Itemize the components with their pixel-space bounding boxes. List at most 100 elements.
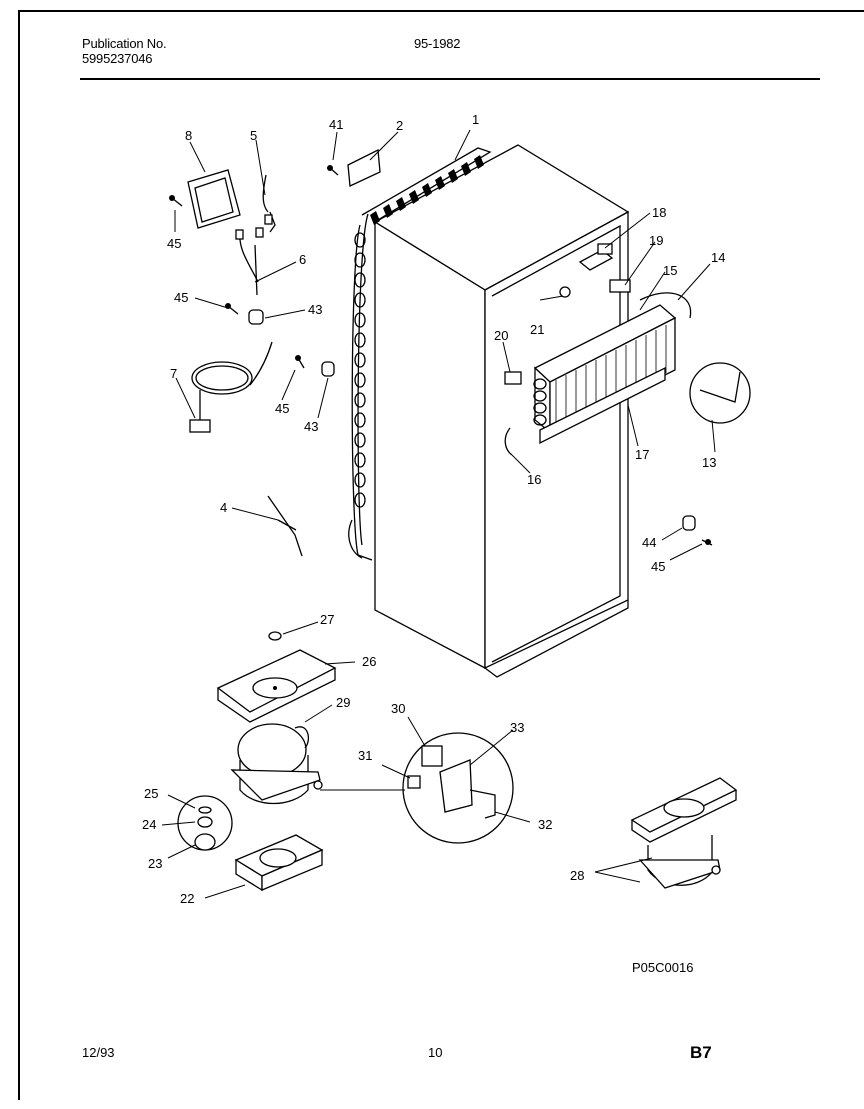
relay-detail-circle: [402, 732, 514, 844]
callout-43a: 43: [308, 302, 322, 317]
callout-2: 2: [396, 118, 403, 133]
clamp-44: [682, 515, 696, 531]
relay-30: [421, 745, 443, 767]
callout-28: 28: [570, 868, 584, 883]
callout-5: 5: [250, 128, 257, 143]
callout-43b: 43: [304, 419, 318, 434]
callout-22: 22: [180, 891, 194, 906]
tube-4-detail: [277, 519, 297, 531]
coil-stripe: [435, 176, 445, 190]
callout-26: 26: [362, 654, 376, 669]
leader-lines: [161, 129, 716, 899]
coil-stripe: [409, 190, 419, 204]
coil-loop: [354, 492, 366, 508]
coil-loop: [354, 272, 366, 288]
coil-loop: [354, 372, 366, 388]
drain-pan: [216, 649, 337, 723]
coil-loop: [354, 292, 366, 308]
publication-number: 5995237046: [82, 51, 153, 66]
evaporator-bend: [533, 390, 547, 402]
evaporator-bend: [533, 414, 547, 426]
model-code: 95-1982: [414, 36, 461, 51]
coil-loop: [354, 432, 366, 448]
coil-stripe: [370, 211, 380, 225]
callout-14: 14: [711, 250, 725, 265]
clip-32: [469, 789, 496, 819]
callout-13: 13: [702, 455, 716, 470]
coil-stripe: [422, 183, 432, 197]
page-border: [18, 10, 864, 1100]
coil-loop: [354, 252, 366, 268]
coil-loop: [354, 312, 366, 328]
sensor-part-20: [504, 371, 522, 385]
callout-24: 24: [142, 817, 156, 832]
wire-harness: [235, 174, 276, 296]
publication-label: Publication No.: [82, 36, 167, 51]
callout-32: 32: [538, 817, 552, 832]
coil-loop: [354, 452, 366, 468]
drain-detail-circle: [689, 362, 751, 424]
footer-page-number: 10: [428, 1045, 443, 1060]
header-rule: [80, 78, 820, 80]
diagram-code: P05C0016: [632, 960, 693, 975]
cover-33: [439, 759, 473, 813]
footer-section: B7: [690, 1043, 712, 1062]
callout-20: 20: [494, 328, 508, 343]
power-cord: [189, 341, 273, 433]
callout-15: 15: [663, 263, 677, 278]
callout-45b: 45: [174, 290, 188, 305]
callout-8: 8: [185, 128, 192, 143]
grommet-25: [198, 806, 212, 814]
callout-45c: 45: [275, 401, 289, 416]
cabinet: [373, 144, 630, 678]
callout-21: 21: [530, 322, 544, 337]
grommet-27: [268, 631, 282, 641]
compressor: [230, 723, 323, 805]
callout-labels: 1 2 4 5 6 7 8 13 14 15 16 17 18 19 20 21…: [142, 112, 725, 906]
callout-17: 17: [635, 447, 649, 462]
callout-23: 23: [148, 856, 162, 871]
callout-45a: 45: [167, 236, 181, 251]
coil-loop: [354, 232, 366, 248]
tube-4: [267, 495, 303, 557]
callout-30: 30: [391, 701, 405, 716]
evaporator-bend: [533, 378, 547, 390]
callout-6: 6: [299, 252, 306, 267]
evaporator: [533, 292, 692, 445]
panel-8: [187, 169, 241, 229]
bracket-2: [347, 148, 381, 187]
clamp-43: [248, 309, 264, 325]
callout-33: 33: [510, 720, 524, 735]
callout-44: 44: [642, 535, 656, 550]
condenser-coil: [348, 147, 492, 561]
callout-19: 19: [649, 233, 663, 248]
evaporator-bend: [533, 402, 547, 414]
overload-31: [407, 775, 421, 789]
callout-45d: 45: [651, 559, 665, 574]
callout-7: 7: [170, 366, 177, 381]
callout-4: 4: [220, 500, 227, 515]
coil-stripe: [396, 197, 406, 211]
mount-23: [194, 833, 216, 851]
coil-loop: [354, 412, 366, 428]
callout-16: 16: [527, 472, 541, 487]
clamp-43b: [321, 361, 335, 377]
thermostat-clip: [609, 279, 631, 293]
coil-loop: [354, 472, 366, 488]
callout-25: 25: [144, 786, 158, 801]
coil-loop: [354, 332, 366, 348]
compressor-base-22: [234, 834, 324, 892]
callout-1: 1: [472, 112, 479, 127]
grommet-21: [559, 286, 571, 298]
cold-control-bracket: [578, 243, 614, 271]
callout-31: 31: [358, 748, 372, 763]
callout-18: 18: [652, 205, 666, 220]
coil-stripe: [383, 204, 393, 218]
coil-loop: [354, 352, 366, 368]
coil-stripe: [474, 155, 484, 169]
coil-stripe: [448, 169, 458, 183]
tube-16: [504, 427, 513, 456]
sleeve-24: [197, 816, 213, 828]
coil-stripe: [461, 162, 471, 176]
